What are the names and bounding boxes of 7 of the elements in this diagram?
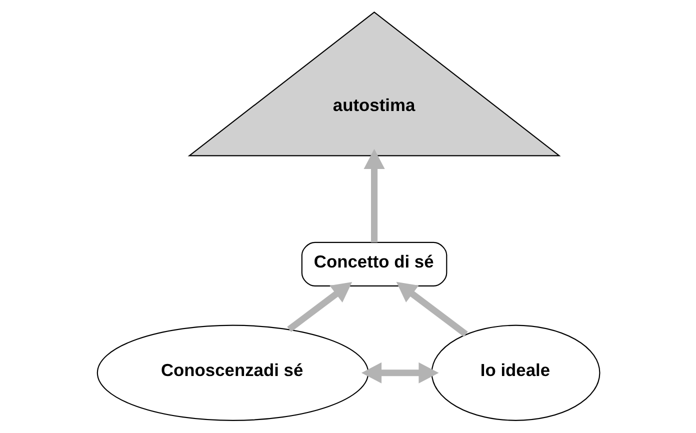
- node-ellipse: Io ideale: [430, 324, 600, 421]
- arrow: [286, 282, 352, 332]
- node-box: Concetto di sé: [300, 242, 447, 287]
- arrow: [360, 362, 438, 384]
- arrow: [363, 148, 384, 242]
- node-ellipse: Conoscenzadi sé: [96, 324, 368, 421]
- arrow: [396, 282, 468, 337]
